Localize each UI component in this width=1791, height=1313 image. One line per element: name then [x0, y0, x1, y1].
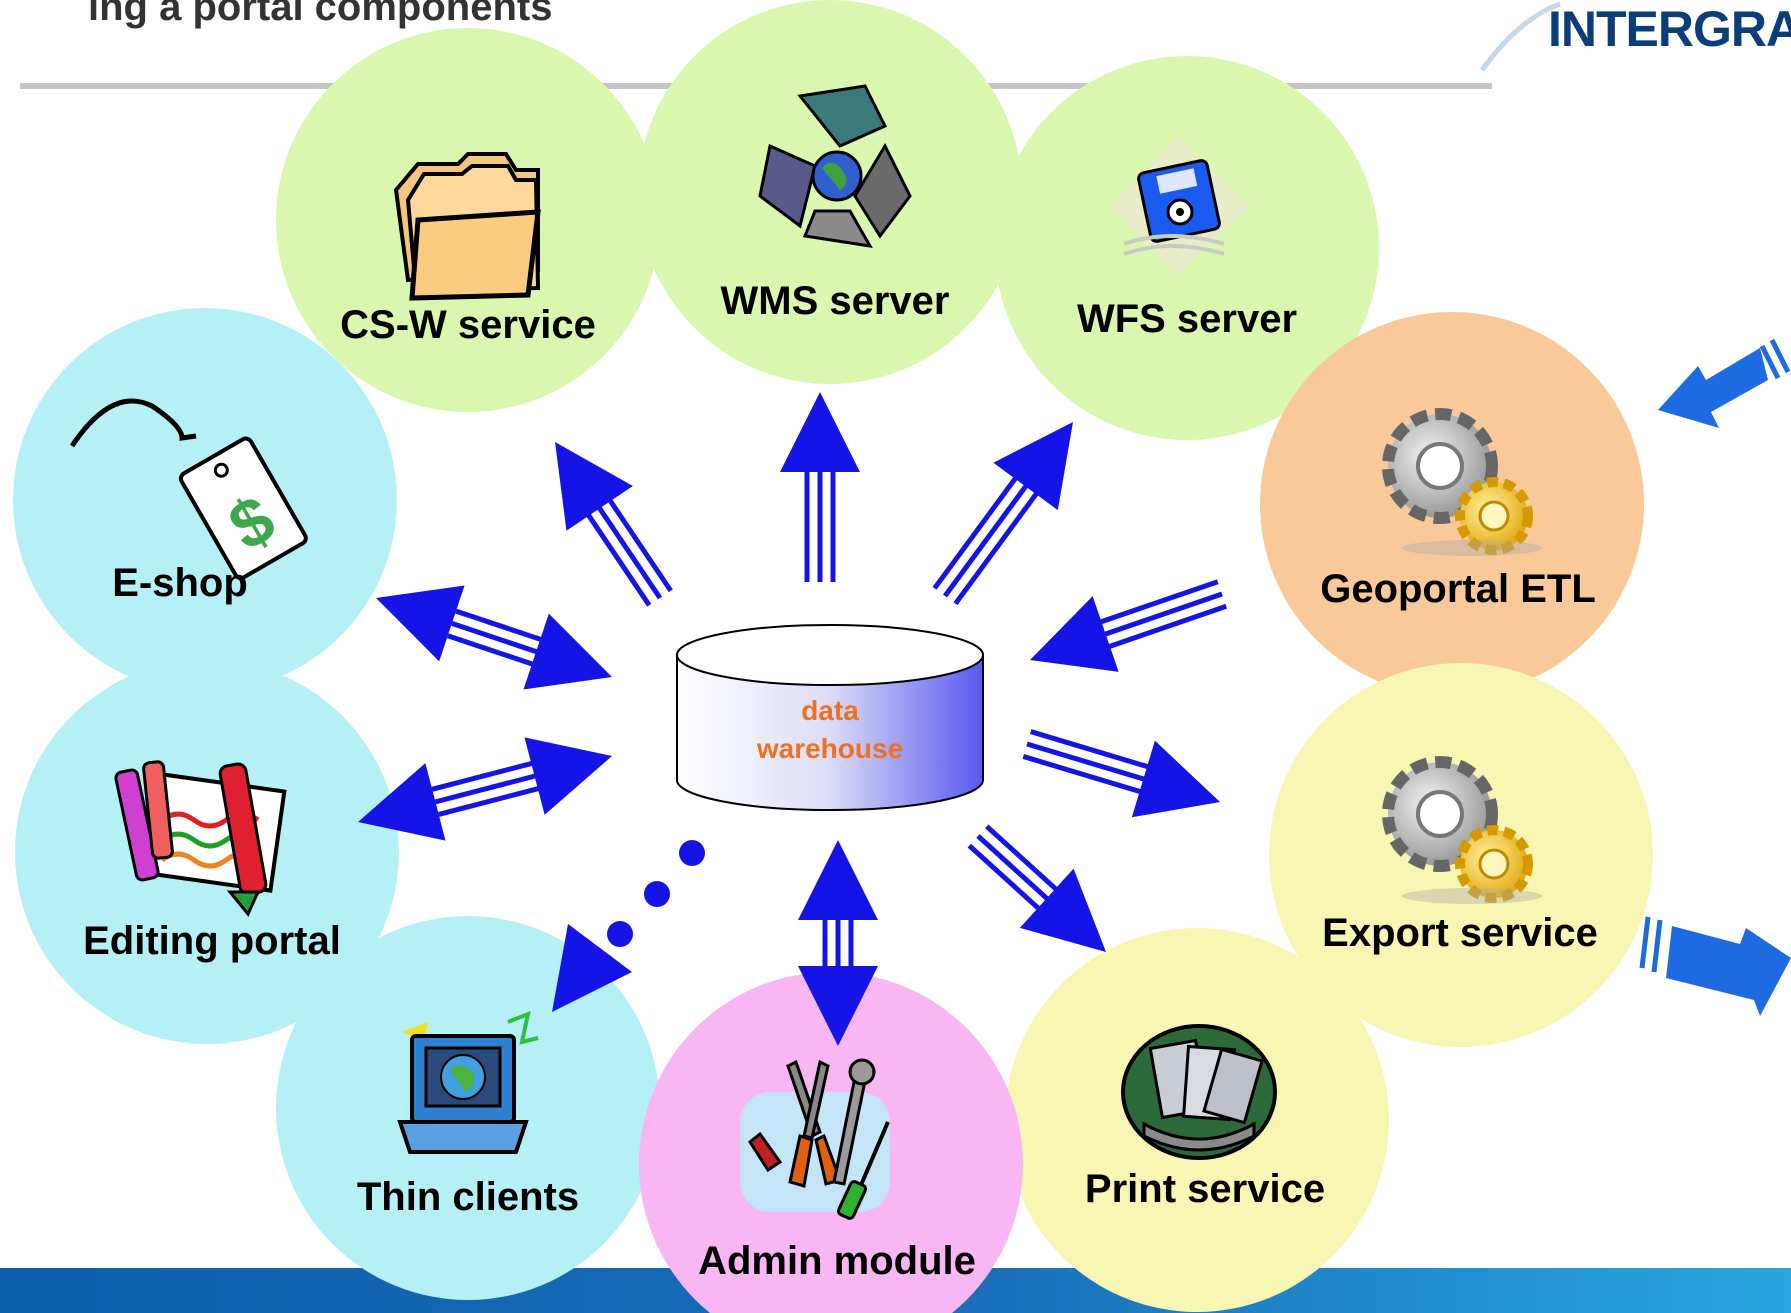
price-tag-icon: $: [69, 398, 308, 581]
geoportal-etl-label: Geoportal ETL: [1320, 567, 1596, 611]
csw-service-label: CS-W service: [340, 303, 596, 347]
arrow-to-wms: [780, 392, 860, 582]
warehouse-label-line2: warehouse: [756, 733, 903, 764]
thin-clients-label: Thin clients: [357, 1175, 579, 1219]
warehouse-label-line1: data: [801, 695, 859, 726]
slide-title: ing a portal components: [88, 0, 552, 29]
arrow-editing-dw: [358, 737, 612, 841]
dotted-connection: [607, 840, 705, 947]
dot: [679, 840, 705, 866]
arrow-etl-to-dw: [1030, 579, 1228, 672]
editing-portal-label: Editing portal: [83, 919, 341, 963]
dot: [644, 881, 670, 907]
arrow-dw-to-print: [967, 824, 1106, 952]
print-service-label: Print service: [1085, 1167, 1325, 1211]
data-warehouse-cylinder: data warehouse: [676, 624, 984, 811]
tools-icon: [740, 1058, 890, 1220]
crayons-icon: [114, 760, 287, 917]
admin-module-label: Admin module: [698, 1239, 976, 1283]
arrows-layer: [358, 392, 1228, 1046]
recycle-globe-icon: [758, 84, 912, 248]
gears-icon: [1382, 408, 1542, 556]
incoming-side-arrow: [1658, 338, 1791, 428]
computer-globe-icon: [397, 1010, 539, 1154]
dot: [607, 921, 633, 947]
arrow-dw-to-export: [1022, 729, 1220, 818]
intergraph-logo: INTERGRAPH: [1479, 1, 1791, 72]
wms-server-label: WMS server: [721, 279, 950, 323]
floppy-disk-icon: [1110, 136, 1250, 276]
printed-pages-icon: [1121, 1024, 1277, 1160]
arrow-to-wfs: [932, 422, 1073, 606]
folder-icon: [393, 152, 541, 301]
arrow-eshop-dw: [376, 585, 612, 690]
outgoing-side-arrow: [1639, 916, 1791, 1016]
arrow-to-csw: [555, 442, 673, 607]
eshop-label: E-shop: [112, 561, 248, 605]
arrow-dw-admin: [798, 840, 878, 1046]
arrow-to-thin: [552, 924, 632, 1012]
export-service-label: Export service: [1322, 911, 1598, 955]
wfs-server-label: WFS server: [1077, 297, 1297, 341]
gears-icon: [1382, 756, 1542, 904]
brand-text: INTERGRAPH: [1548, 1, 1791, 57]
